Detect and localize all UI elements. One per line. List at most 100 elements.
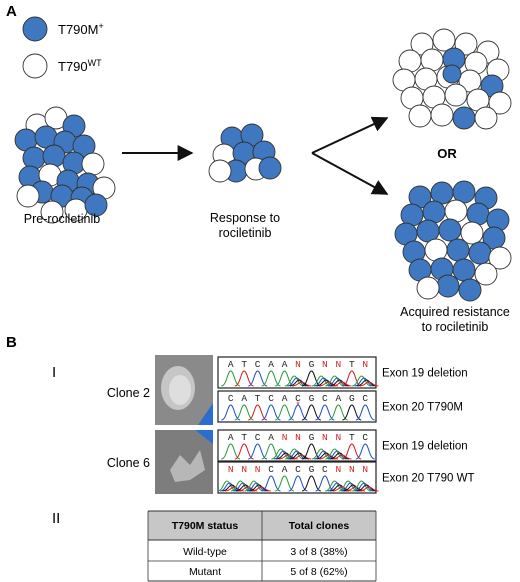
- response-cell-cluster: [208, 123, 282, 183]
- table-cell-status-row1: Wild-type: [183, 546, 227, 558]
- trace-peak: [343, 484, 363, 492]
- base-call: A: [241, 393, 247, 404]
- trace-peak: [221, 443, 241, 460]
- trace-peak: [274, 370, 295, 387]
- trace-peak: [288, 404, 308, 421]
- wildtype-cell: [454, 32, 478, 56]
- panel-b-letter: B: [6, 334, 17, 351]
- base-call: G: [309, 432, 315, 443]
- trace-peak: [244, 480, 264, 492]
- section-two-label: II: [52, 510, 60, 527]
- table-cell-total-row1: 3 of 8 (38%): [290, 546, 347, 558]
- base-call: N: [241, 464, 247, 475]
- base-call: C: [362, 432, 368, 443]
- trace-peak: [248, 443, 268, 460]
- wildtype-cell: [474, 262, 498, 286]
- base-call: N: [228, 464, 234, 475]
- chromatogram-frame: [217, 356, 377, 389]
- wildtype-cell: [488, 91, 512, 115]
- clone-6-label: Clone 6: [107, 456, 150, 470]
- mutant-cell: [452, 258, 476, 282]
- t790m-status-table: T790M status Total clones Wild-type 3 of…: [147, 510, 377, 582]
- mutant-cell: [258, 156, 282, 180]
- base-call: A: [282, 359, 288, 370]
- trace-peak: [342, 443, 362, 460]
- mutant-cell: [84, 193, 108, 217]
- exon-label: Exon 19 deletion: [382, 368, 468, 380]
- chromatogram-frame: [217, 429, 377, 462]
- trace-peak: [249, 484, 269, 492]
- trace-peak: [341, 482, 361, 492]
- trace-peak: [352, 480, 372, 492]
- wildtype-cell: [40, 200, 64, 224]
- trace-peak: [327, 377, 347, 387]
- trace-peak: [274, 404, 295, 421]
- trace-peak: [234, 370, 254, 387]
- panel-a-letter: A: [6, 3, 17, 20]
- base-call: N: [322, 432, 328, 443]
- trace-peak: [332, 486, 352, 492]
- trace-peak: [284, 448, 304, 460]
- wildtype-cell: [430, 103, 454, 127]
- trace-peak: [221, 370, 241, 387]
- trace-peak: [328, 404, 348, 421]
- trace-peak: [301, 475, 322, 492]
- table-cell-status-row2: Mutant: [189, 566, 221, 578]
- section-one-label: I: [52, 364, 56, 381]
- base-call: A: [228, 359, 234, 370]
- wildtype-cell: [416, 276, 440, 300]
- wildtype-cell: [474, 106, 498, 130]
- trace-peak: [354, 377, 374, 387]
- trace-peak: [316, 379, 336, 387]
- clone-6-micrograph: [155, 430, 213, 494]
- response-caption-line1: Response to: [210, 211, 280, 225]
- base-call: G: [309, 393, 315, 404]
- mutant-cell: [42, 144, 66, 168]
- trace-peak: [278, 454, 298, 460]
- base-call: T: [241, 359, 247, 370]
- trace-peak: [289, 452, 309, 460]
- wildtype-cell: [81, 152, 105, 176]
- trace-peak: [359, 381, 379, 387]
- base-call: A: [282, 464, 288, 475]
- trace-peak: [311, 448, 331, 460]
- base-call: N: [282, 432, 288, 443]
- trace-peak: [251, 486, 271, 492]
- trace-peak: [330, 484, 350, 492]
- acquired-resistance-caption-line2: to rociletinib: [422, 320, 489, 334]
- chromatogram-frame: [217, 390, 377, 423]
- trace-peak: [276, 452, 296, 460]
- legend-wildtype-swatch: [22, 53, 48, 79]
- mutant-cell: [442, 64, 462, 84]
- trace-peak: [292, 381, 312, 387]
- wildtype-cell: [16, 184, 40, 208]
- trace-peak: [357, 379, 376, 387]
- table-cell-total-row2: 5 of 8 (62%): [290, 566, 347, 578]
- clone-2-micrograph: [155, 355, 213, 425]
- base-call: A: [282, 393, 288, 404]
- trace-peak: [246, 482, 266, 492]
- trace-peak: [301, 370, 322, 387]
- mutant-cell: [436, 274, 460, 298]
- trace-peak: [325, 448, 345, 460]
- base-call: T: [255, 393, 261, 404]
- trace-peak: [274, 475, 295, 492]
- wildtype-relapse-cell-cluster: [392, 28, 512, 130]
- trace-peak: [225, 486, 244, 492]
- base-call: G: [309, 359, 315, 370]
- trace-peak: [314, 377, 334, 387]
- trace-peak: [342, 404, 362, 421]
- wildtype-cell: [488, 246, 512, 270]
- trace-peak: [315, 404, 335, 421]
- legend-mutant-label: T790M+: [58, 21, 104, 37]
- mutant-cell: [22, 146, 46, 170]
- trace-peak: [219, 482, 239, 492]
- base-call: A: [336, 393, 342, 404]
- base-call: C: [322, 393, 328, 404]
- legend-wildtype-label: T790WT: [58, 58, 102, 74]
- base-call: N: [295, 359, 301, 370]
